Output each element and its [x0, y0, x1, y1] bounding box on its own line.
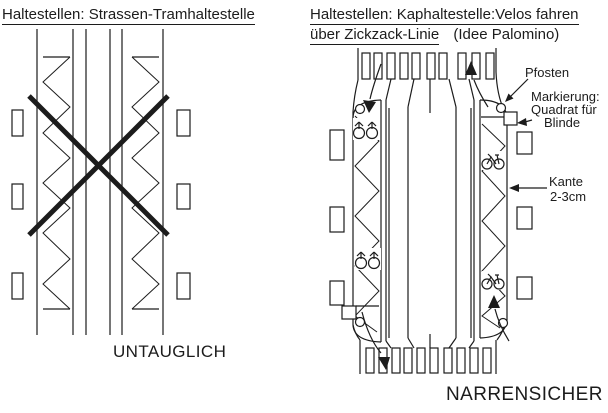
right-panel-title-line2-underlined: über Zickzack-Linie — [310, 26, 440, 45]
post-top-left — [354, 103, 366, 115]
post-top-right — [495, 102, 507, 114]
markierung-label-line3: Blinde — [544, 115, 581, 130]
right-curbside-rectangles — [329, 129, 533, 306]
blind-square-top-right — [503, 111, 518, 126]
right-panel-title-line1: Haltestellen: Kaphaltestelle:Velos fahre… — [310, 6, 579, 25]
left-panel-title: Haltestellen: Strassen-Tramhaltestelle — [2, 6, 255, 25]
post-markers — [354, 102, 509, 329]
label-arrows — [505, 78, 547, 192]
bicycle-top-icon — [481, 151, 505, 170]
right-zigzag-lines — [354, 115, 506, 333]
left-zigzag-caps — [43, 56, 159, 310]
right-road-lines — [352, 71, 508, 349]
bicycle-icons — [481, 151, 505, 290]
right-panel-title-note: (Idee Palomino) — [453, 26, 560, 43]
kante-label: Kante — [549, 174, 583, 189]
kante-value-label: 2-3cm — [550, 189, 587, 204]
left-curbside-rectangles — [11, 109, 191, 300]
right-panel-caption: NARRENSICHER — [446, 384, 603, 405]
left-road-lines — [36, 29, 164, 335]
cyclist-pair-bottom-icon — [354, 248, 381, 270]
pfosten-label: Pfosten — [525, 65, 570, 80]
left-zigzag-lines — [42, 56, 160, 310]
right-panel-title-line2: über Zickzack-Linie (Idee Palomino) — [310, 26, 560, 45]
kante-arrowhead — [509, 184, 519, 192]
cyclist-pair-top-icon — [352, 118, 379, 140]
blind-square-markers — [341, 111, 518, 320]
bottom-crosswalk — [359, 340, 497, 374]
bicycle-bottom-icon — [481, 271, 505, 290]
top-crosswalk — [357, 48, 497, 80]
left-street-tram-diagram — [11, 29, 191, 335]
markierung-label-line1: Markierung: — [531, 89, 600, 104]
markierung-label: Markierung: Quadrat für Blinde — [531, 90, 600, 129]
blind-square-bottom-left — [341, 305, 357, 320]
right-cap-stop-diagram — [329, 48, 547, 374]
post-bottom-left — [354, 316, 366, 328]
markierung-label-line2: Quadrat für — [531, 102, 597, 117]
rejection-cross — [27, 94, 170, 237]
pfosten-arrowhead — [505, 93, 514, 102]
cyclist-pair-icons — [352, 118, 381, 270]
markierung-arrowhead — [517, 118, 527, 126]
bike-flow-arrows — [361, 61, 510, 370]
left-panel-caption: UNTAUGLICH — [113, 342, 227, 361]
